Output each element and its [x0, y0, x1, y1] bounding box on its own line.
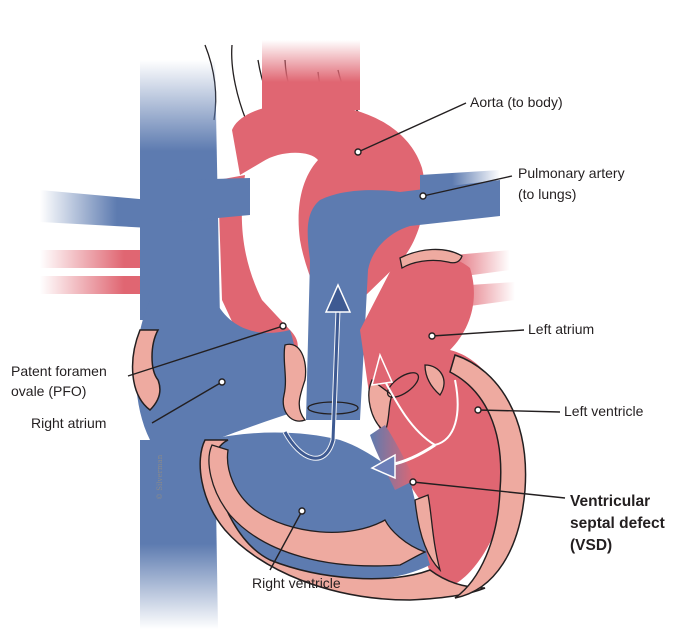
labels: Aorta (to body) Pulmonary artery (to lun…: [11, 94, 665, 591]
leader-lines: [127, 102, 566, 571]
label-pfo-2: ovale (PFO): [11, 383, 86, 399]
label-left-ventricle: Left ventricle: [564, 403, 644, 419]
pulmonary-artery: [175, 170, 500, 420]
label-pulmonary-artery-1: Pulmonary artery: [518, 165, 625, 181]
left-heart: [360, 254, 512, 591]
flow-arrows: [282, 283, 459, 480]
label-left-atrium: Left atrium: [528, 321, 594, 337]
label-vsd-1: Ventricular: [570, 493, 650, 510]
great-vessels-back: [40, 44, 363, 294]
label-right-ventricle: Right ventricle: [252, 575, 341, 591]
label-pfo-1: Patent foramen: [11, 363, 107, 379]
label-pulmonary-artery-2: (to lungs): [518, 186, 576, 202]
label-right-atrium: Right atrium: [31, 415, 106, 431]
label-vsd-2: septal defect: [570, 515, 665, 532]
label-vsd-3: (VSD): [570, 537, 612, 554]
label-aorta: Aorta (to body): [470, 94, 563, 110]
artist-signature: © Silverman: [156, 454, 164, 500]
